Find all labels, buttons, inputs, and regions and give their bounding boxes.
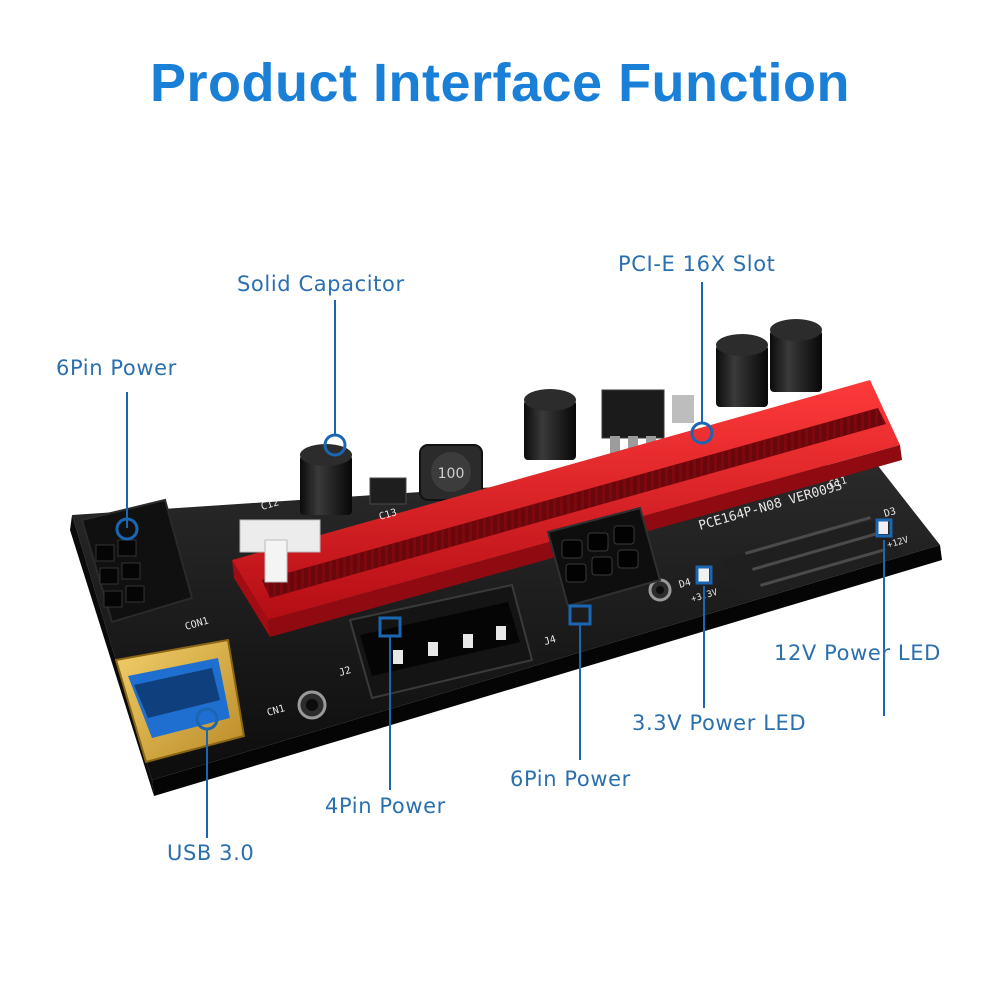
silk-c11: C11 (828, 475, 848, 491)
silk-j2: J2 (338, 665, 353, 679)
callout-leaders (115, 282, 893, 838)
pcie-16x-slot (232, 380, 902, 637)
silk-c13: C13 (378, 507, 398, 523)
usb3-port (114, 638, 246, 764)
silk-d4: D4 (678, 577, 693, 591)
callout-3v3-led: 3.3V Power LED (632, 711, 807, 735)
solid-capacitors (300, 319, 822, 515)
six-pin-connector-left (80, 498, 194, 624)
callout-pcie-slot: PCI-E 16X Slot (618, 252, 776, 276)
callout-six-pin-left: 6Pin Power (56, 356, 177, 380)
silk-d3: D3 (883, 506, 898, 520)
callout-six-pin-bottom: 6Pin Power (510, 767, 631, 791)
slot-latch (239, 519, 321, 583)
page-title: Product Interface Function (149, 53, 851, 113)
leds (697, 520, 888, 582)
callout-usb: USB 3.0 (167, 841, 255, 865)
callout-four-pin: 4Pin Power (325, 794, 446, 818)
inductor: 100 (419, 444, 483, 501)
four-pin-molex (348, 583, 534, 700)
inductor-marking: 100 (438, 466, 465, 482)
six-pin-connector-center (546, 506, 662, 608)
silk-c12: C12 (260, 497, 280, 513)
silk-j4: J4 (543, 634, 558, 648)
silk-cn1: CN1 (266, 703, 286, 719)
callout-solid-capacitor: Solid Capacitor (237, 272, 405, 296)
callout-12v-led: 12V Power LED (774, 641, 941, 665)
regulator-chip (369, 389, 694, 505)
